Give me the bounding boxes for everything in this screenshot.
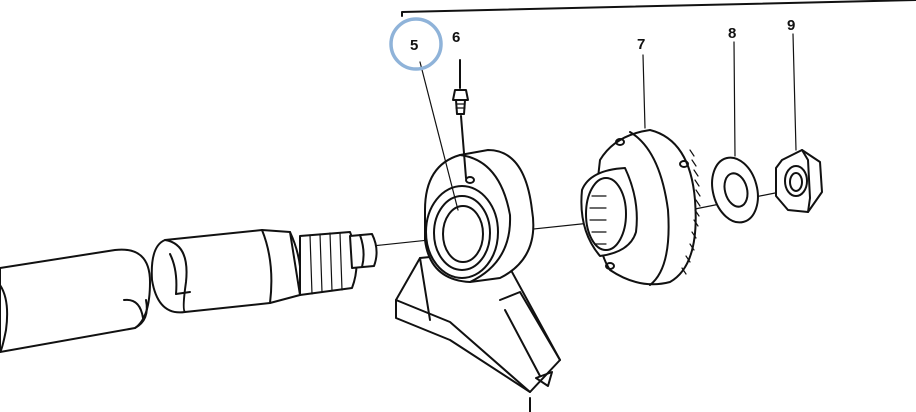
leader-8 <box>733 41 736 157</box>
highlight-ring-part-5 <box>389 17 443 71</box>
splined-sleeve <box>150 229 378 314</box>
hex-nut <box>775 149 823 213</box>
support-bearing-bracket <box>395 149 561 393</box>
washer <box>711 156 759 224</box>
callout-9: 9 <box>787 17 795 34</box>
shaft-tube <box>0 248 151 353</box>
leader-7 <box>642 54 646 129</box>
grease-nipple <box>452 59 469 179</box>
callout-8: 8 <box>728 25 736 42</box>
frame-line <box>401 0 916 17</box>
callout-7: 7 <box>637 36 645 53</box>
leader-9 <box>792 33 797 151</box>
leader-5 <box>419 61 459 211</box>
callout-5: 5 <box>410 37 418 54</box>
companion-flange <box>580 129 701 286</box>
callout-6: 6 <box>452 29 460 46</box>
